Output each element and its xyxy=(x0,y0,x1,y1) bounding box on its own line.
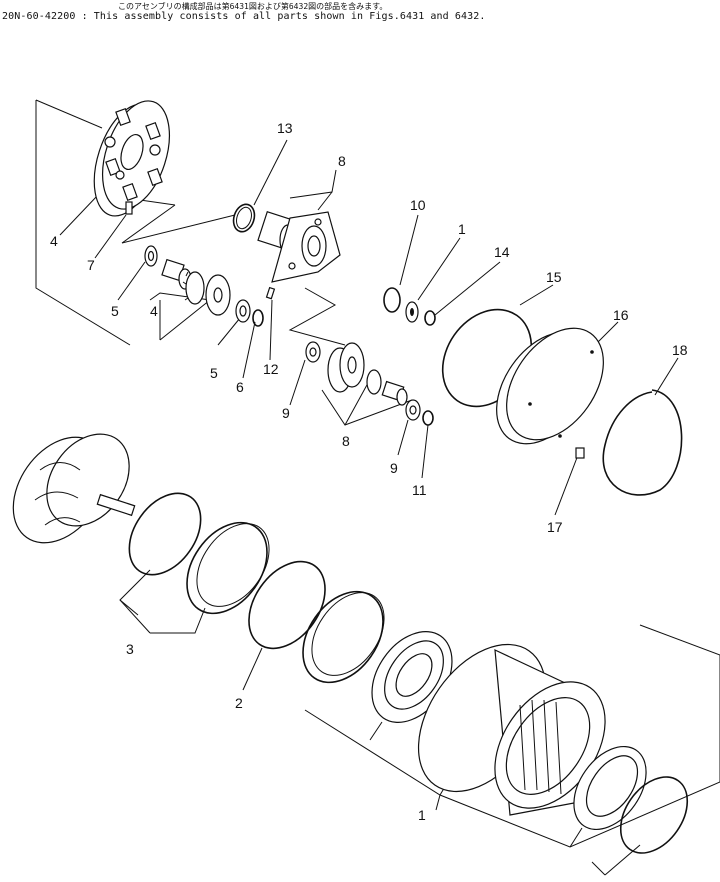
callout-9-right: 9 xyxy=(390,460,398,476)
leader-lines xyxy=(35,99,720,876)
sprocket-hub-1 xyxy=(417,643,606,816)
bearing-1-small xyxy=(405,301,419,323)
thrust-washer-5-mid xyxy=(235,299,251,323)
seal-ring-13 xyxy=(232,203,256,233)
seal-ring-lower xyxy=(302,590,385,684)
callout-5-left: 5 xyxy=(111,303,119,319)
callout-17: 17 xyxy=(547,519,563,535)
hydraulic-motor xyxy=(12,433,136,544)
callout-1-bottom: 1 xyxy=(418,807,426,823)
callout-4-upper: 4 xyxy=(50,233,58,249)
snap-ring-6 xyxy=(252,309,264,327)
needle-bearing-8-lower xyxy=(366,369,408,406)
carrier-plate-8 xyxy=(271,211,341,283)
snap-ring-10 xyxy=(383,287,401,313)
planet-carrier xyxy=(93,100,170,217)
callout-9-left: 9 xyxy=(282,405,290,421)
callout-11: 11 xyxy=(412,482,427,498)
roller-bearing-rear xyxy=(573,745,647,831)
callout-8-top: 8 xyxy=(338,153,346,169)
rear-retaining-ring xyxy=(619,776,689,854)
callout-labels: 13 8 10 1 14 15 16 18 4 7 5 4 5 6 12 9 8… xyxy=(50,120,688,823)
callout-13: 13 xyxy=(277,120,293,136)
header-note: このアセンブリの構成部品は第6431図および第6432図の部品を含みます。 20… xyxy=(0,0,720,24)
planet-gear-8-lower xyxy=(327,342,365,393)
callout-14: 14 xyxy=(494,244,510,260)
callout-16: 16 xyxy=(613,307,629,323)
cover-16 xyxy=(496,327,604,445)
o-ring-2 xyxy=(248,560,326,650)
callout-4-lower: 4 xyxy=(150,303,158,319)
header-note-english: 20N-60-42200 : This assembly consists of… xyxy=(2,11,486,22)
callout-7: 7 xyxy=(87,257,95,273)
retaining-ring-18 xyxy=(602,389,683,496)
callout-18: 18 xyxy=(672,342,688,358)
thrust-washer-5-left xyxy=(144,245,158,267)
callout-5-mid: 5 xyxy=(210,365,218,381)
thrust-washer-9-left xyxy=(305,341,321,363)
snap-ring-11 xyxy=(422,410,434,426)
planet-gear-4 xyxy=(182,271,231,316)
callout-8-lower: 8 xyxy=(342,433,350,449)
callout-6: 6 xyxy=(236,379,244,395)
callout-1-top: 1 xyxy=(458,221,466,237)
pin-part-12 xyxy=(265,286,276,300)
o-ring-3 xyxy=(128,492,202,576)
header-note-japanese: このアセンブリの構成部品は第6431図および第6432図の部品を含みます。 xyxy=(118,2,388,11)
bolt-17 xyxy=(575,447,585,459)
callout-2: 2 xyxy=(235,695,243,711)
snap-ring-14 xyxy=(424,310,436,326)
callout-10: 10 xyxy=(410,197,426,213)
callout-15: 15 xyxy=(546,269,562,285)
callout-12: 12 xyxy=(263,361,279,377)
callout-3: 3 xyxy=(126,641,134,657)
pin-part-7 xyxy=(125,201,133,215)
floating-seal-3 xyxy=(186,521,270,615)
thrust-washer-9-right xyxy=(405,399,421,421)
